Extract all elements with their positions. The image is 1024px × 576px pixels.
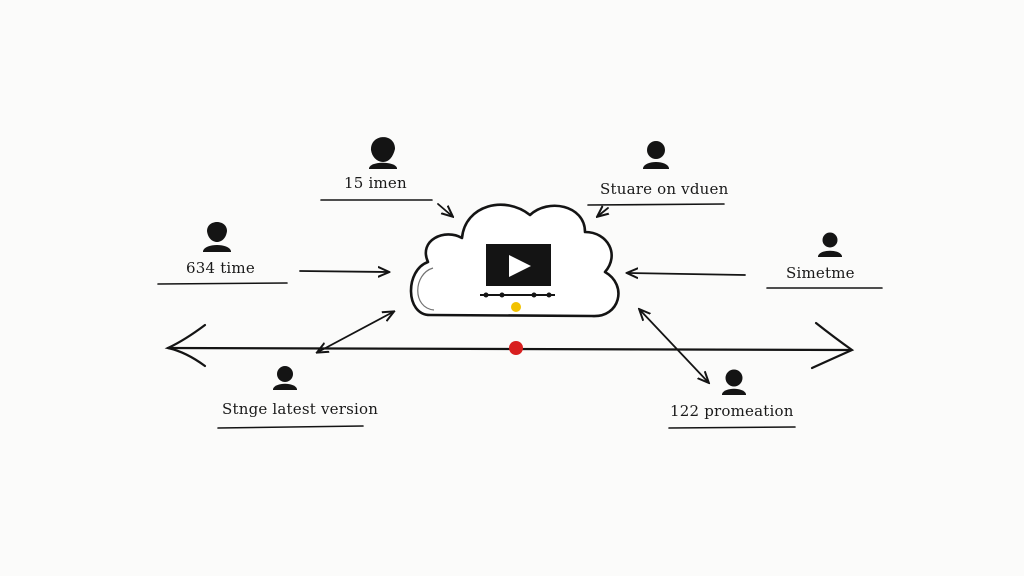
node-label-122-promeation: 122 promeation (670, 402, 794, 420)
arrow-n6-to-cloud (640, 310, 708, 382)
person-icon (369, 137, 397, 169)
arrow-n5-to-cloud (318, 312, 393, 352)
timeline (164, 321, 855, 370)
person-icon (643, 141, 669, 169)
person-icon (722, 369, 746, 395)
label-underline (157, 282, 288, 285)
person-icon (203, 222, 231, 252)
arrow-n1-to-cloud (437, 203, 452, 216)
arrow-n4-to-cloud (628, 273, 746, 275)
timeline-line (166, 346, 852, 352)
label-underline (587, 203, 725, 206)
timeline-right-arrowhead (810, 321, 855, 370)
timeline-marker-dot (509, 341, 523, 355)
timeline-left-arrowhead (164, 323, 207, 368)
arrow-n3-to-cloud (299, 271, 388, 272)
node-label-stuare-on-vduen: Stuare on vduen (600, 180, 729, 198)
node-label-634-time: 634 time (186, 259, 255, 277)
node-label-15-imen: 15 imen (344, 174, 407, 192)
video-player-icon (480, 244, 555, 312)
label-underline (217, 425, 364, 429)
person-icon (273, 366, 297, 390)
node-label-stnge-latest-version: Stnge latest version (222, 400, 379, 418)
player-status-dot (511, 302, 521, 312)
person-icon (818, 232, 842, 257)
connectors (299, 203, 746, 382)
label-underline (668, 426, 796, 429)
arrow-n2-to-cloud (598, 208, 608, 216)
node-label-simetme: Simetme (786, 264, 855, 282)
